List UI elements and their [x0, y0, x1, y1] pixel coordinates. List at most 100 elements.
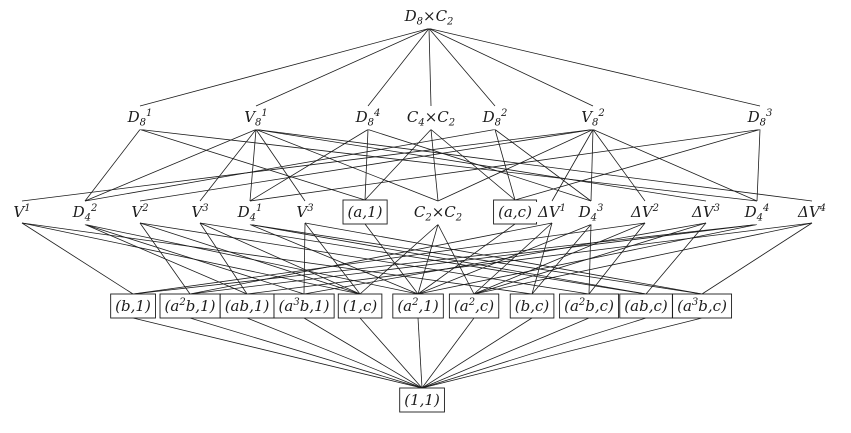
lattice-edge-d42-a3b1	[84, 224, 305, 295]
node-mask	[242, 107, 270, 130]
lattice-node-a21: (a2,1)	[392, 293, 444, 319]
lattice-node-label: V3	[191, 203, 208, 221]
lattice-edge-a1-a21	[364, 223, 419, 295]
lattice-edge-dv1-a2c	[473, 222, 553, 295]
lattice-edge-c4c2-ac	[430, 129, 516, 201]
lattice-edge-v81-v3b	[255, 129, 306, 202]
lattice-edge-d83-d44	[756, 129, 761, 202]
node-box	[219, 293, 275, 319]
lattice-edge-g-v81	[255, 28, 430, 107]
lattice-node-label: D84	[355, 108, 381, 129]
lattice-edge-v82-v1	[21, 129, 594, 202]
lattice-edge-v81-dv3	[255, 129, 707, 202]
lattice-node-v3b: V3	[294, 202, 316, 222]
lattice-node-v82: V82	[579, 107, 607, 130]
lattice-node-label: (a,c)	[498, 203, 532, 221]
lattice-edge-d81-d44	[139, 129, 758, 202]
lattice-node-a2c: (a2,c)	[448, 293, 500, 319]
node-box	[110, 293, 156, 319]
lattice-edge-dv2-a2bc	[588, 222, 646, 295]
lattice-edge-bc-bot	[421, 317, 533, 389]
lattice-edge-c1-bot	[359, 317, 423, 389]
lattice-edge-v1-b1	[21, 222, 134, 295]
lattice-node-d82: D82	[479, 107, 510, 130]
lattice-edge-g-d82	[428, 28, 496, 107]
lattice-edge-d43-bc	[531, 224, 592, 295]
node-mask	[294, 202, 316, 222]
node-mask	[579, 107, 607, 130]
node-box	[342, 199, 388, 225]
lattice-node-label: (1,c)	[343, 297, 378, 315]
lattice-node-label: D83	[747, 108, 773, 129]
lattice-edge-v82-dv2	[592, 129, 646, 202]
lattice-node-label: D43	[578, 203, 604, 224]
lattice-edge-v3-abc	[199, 222, 647, 295]
lattice-node-d43: D43	[575, 202, 606, 225]
lattice-edge-v3b-a3b1	[303, 222, 306, 295]
node-mask	[479, 107, 510, 130]
node-box	[399, 387, 445, 413]
lattice-edge-v82-cc	[437, 129, 594, 202]
lattice-edge-g-d83	[428, 28, 761, 107]
lattice-edge-d83-ac	[514, 129, 761, 201]
lattice-edge-d81-d42	[84, 129, 141, 202]
lattice-node-a3bc: (a3b,c)	[672, 293, 733, 319]
node-box	[493, 199, 538, 225]
lattice-edge-d84-d43	[367, 129, 592, 202]
lattice-node-ab1: (ab,1)	[219, 293, 275, 319]
node-mask	[741, 202, 772, 225]
lattice-node-label: D41	[237, 203, 263, 224]
lattice-edge-v81-d41	[249, 129, 257, 202]
lattice-edge-ab1-bot	[246, 317, 423, 389]
lattice-edge-dv4-a3bc	[701, 222, 813, 295]
node-mask	[794, 202, 829, 222]
lattice-edge-b1-bot	[132, 317, 423, 389]
lattice-node-label: (a3b,1)	[279, 297, 330, 315]
node-mask	[234, 202, 265, 225]
lattice-node-c1: (1,c)	[337, 293, 383, 319]
lattice-edge-dv2-a2c	[473, 222, 646, 295]
lattice-node-label: (a2,c)	[454, 297, 494, 315]
node-mask	[352, 107, 383, 130]
lattice-edge-v82-v2	[139, 129, 594, 202]
lattice-node-a2b1: (a2b,1)	[159, 293, 221, 319]
lattice-node-label: D42	[72, 203, 98, 224]
lattice-node-dv4: ΔV4	[794, 202, 829, 222]
lattice-node-bot: (1,1)	[399, 387, 445, 413]
lattice-edge-d44-b1	[132, 224, 758, 295]
lattice-edge-ac-a21	[417, 223, 516, 295]
lattice-node-label: (a2b,1)	[165, 297, 216, 315]
lattice-node-a3b1: (a3b,1)	[273, 293, 335, 319]
lattice-node-c4c2: C4×C2	[404, 107, 458, 130]
lattice-edge-a2b1-bot	[189, 317, 423, 389]
lattice-edge-cc-a2c	[437, 224, 475, 295]
lattice-node-d41: D41	[234, 202, 265, 225]
lattice-edge-g-d81	[139, 28, 430, 107]
node-mask	[69, 202, 100, 225]
lattice-node-label: (a2b,c)	[564, 297, 614, 315]
lattice-edge-v81-cc	[255, 129, 439, 202]
lattice-node-label: V1	[13, 203, 30, 221]
node-mask	[124, 107, 155, 130]
lattice-node-label: (b,c)	[515, 297, 550, 315]
lattice-node-label: C2×C2	[414, 203, 462, 224]
lattice-edge-d82-ac	[494, 129, 516, 201]
lattice-edge-d84-a1	[364, 129, 369, 201]
lattice-edge-v82-d44	[592, 129, 758, 202]
lattice-node-d81: D81	[124, 107, 155, 130]
node-box	[509, 293, 555, 319]
lattice-edge-dv1-a2b1	[189, 222, 553, 295]
node-box	[559, 293, 620, 319]
lattice-node-label: D81	[127, 108, 153, 129]
lattice-node-label: V81	[244, 108, 268, 129]
lattice-edge-d43-a2bc	[588, 224, 592, 295]
lattice-edge-dv4-a2c	[473, 222, 813, 295]
lattice-node-bc: (b,c)	[509, 293, 555, 319]
lattice-edge-c4c2-cc	[430, 129, 439, 202]
lattice-edge-dv3-abc	[645, 222, 707, 295]
node-box	[448, 293, 500, 319]
lattice-edge-d83-d41	[249, 129, 761, 202]
lattice-edge-a2bc-bot	[421, 317, 590, 389]
lattice-edge-v3-c1	[199, 222, 361, 295]
